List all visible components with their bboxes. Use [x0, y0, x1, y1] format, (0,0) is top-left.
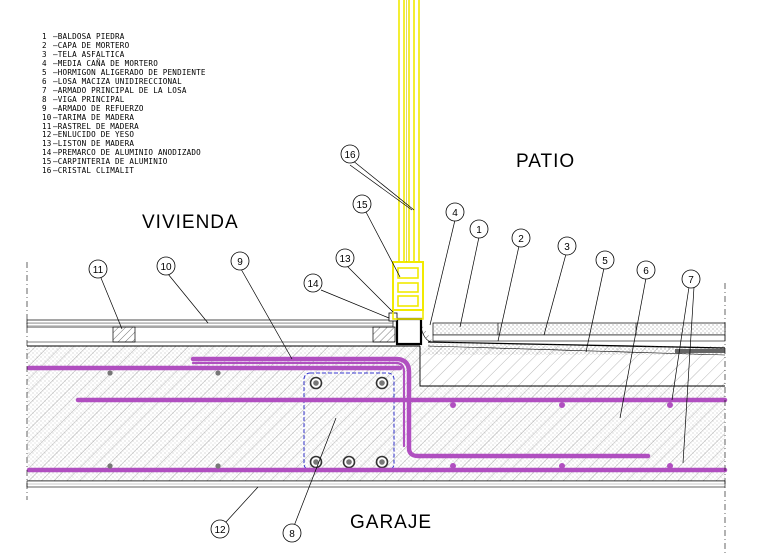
callout-11: 11: [88, 259, 108, 279]
callout-bubbles: 1 2 3 4 5 6 7 8 9 10 11 12 13 14 15 16: [88, 144, 701, 543]
callout-4: 4: [445, 202, 465, 222]
room-label-vivienda: VIVIENDA: [142, 212, 239, 233]
svg-text:8: 8: [289, 529, 295, 540]
room-label-patio: PATIO: [516, 151, 576, 172]
legend-item: 9—ARMADO DE REFUERZO: [42, 103, 144, 113]
legend-item: 11—RASTREL DE MADERA: [42, 121, 139, 131]
svg-text:5: 5: [602, 256, 608, 267]
legend-item: 2—CAPA DE MORTERO: [42, 40, 130, 50]
legend-item: 12—ENLUCIDO DE YESO: [42, 130, 135, 140]
rebar-cross-sections: [450, 402, 673, 469]
legend-item: 14—PREMARCO DE ALUMINIO ANODIZADO: [42, 148, 201, 158]
callout-13: 13: [335, 248, 355, 268]
svg-text:4: 4: [452, 208, 458, 219]
room-label-garaje: GARAJE: [350, 512, 433, 533]
svg-text:3: 3: [564, 242, 570, 253]
callout-1: 1: [469, 219, 489, 239]
gypsum-plaster-layer: [26, 480, 726, 488]
callout-10: 10: [156, 256, 176, 276]
callout-leaders: [100, 159, 695, 527]
callout-9: 9: [230, 251, 250, 271]
legend-item: 6—LOSA MACIZA UNIDIRECCIONAL: [42, 76, 182, 86]
rebar-cross-sections-grey: [107, 370, 221, 469]
legend-item: 5—HORMIGON ALIGERADO DE PENDIENTE: [42, 67, 206, 77]
aluminium-window: [388, 0, 424, 346]
callout-8: 8: [282, 523, 302, 543]
rebar: [26, 356, 728, 473]
callout-16: 16: [340, 144, 360, 164]
svg-text:2: 2: [518, 234, 524, 245]
legend-item: 10—TARIMA DE MADERA: [42, 112, 135, 122]
callout-3: 3: [557, 236, 577, 256]
svg-text:15: 15: [356, 200, 368, 211]
callout-6: 6: [636, 260, 656, 280]
wooden-decking: [26, 319, 396, 343]
legend-item: 3—TELA ASFALTICA: [42, 49, 125, 59]
legend-item: 8—VIGA PRINCIPAL: [42, 94, 125, 104]
callout-2: 2: [511, 228, 531, 248]
legend-item: 15—CARPINTERIA DE ALUMINIO: [42, 157, 168, 167]
svg-text:7: 7: [688, 275, 694, 286]
legend-item: 4—MEDIA CAÑA DE MORTERO: [42, 58, 158, 68]
callout-5: 5: [595, 250, 615, 270]
svg-text:6: 6: [643, 266, 649, 277]
svg-text:11: 11: [93, 265, 104, 276]
svg-text:16: 16: [344, 150, 356, 161]
patio-slab-step: [419, 346, 725, 387]
callout-14: 14: [303, 273, 323, 293]
legend-item: 1—BALDOSA PIEDRA: [42, 32, 125, 41]
main-beam: [303, 372, 395, 471]
svg-text:13: 13: [339, 254, 351, 265]
patio-paving-layers: [419, 321, 726, 356]
svg-text:1: 1: [476, 225, 482, 236]
callout-7: 7: [681, 269, 701, 289]
legend-item: 7—ARMADO PRINCIPAL DE LA LOSA: [42, 85, 187, 95]
break-lines: [26, 262, 726, 554]
svg-text:14: 14: [307, 279, 319, 290]
svg-text:10: 10: [160, 262, 172, 273]
legend-item: 13—LISTON DE MADERA: [42, 139, 135, 149]
callout-15: 15: [352, 194, 372, 214]
materials-legend: 1—BALDOSA PIEDRA 2—CAPA DE MORTERO 3—TEL…: [42, 32, 206, 176]
svg-text:12: 12: [214, 525, 226, 536]
callout-12: 12: [210, 519, 230, 539]
svg-text:9: 9: [237, 257, 243, 268]
legend-item: 16—CRISTAL CLIMALIT: [42, 166, 135, 176]
